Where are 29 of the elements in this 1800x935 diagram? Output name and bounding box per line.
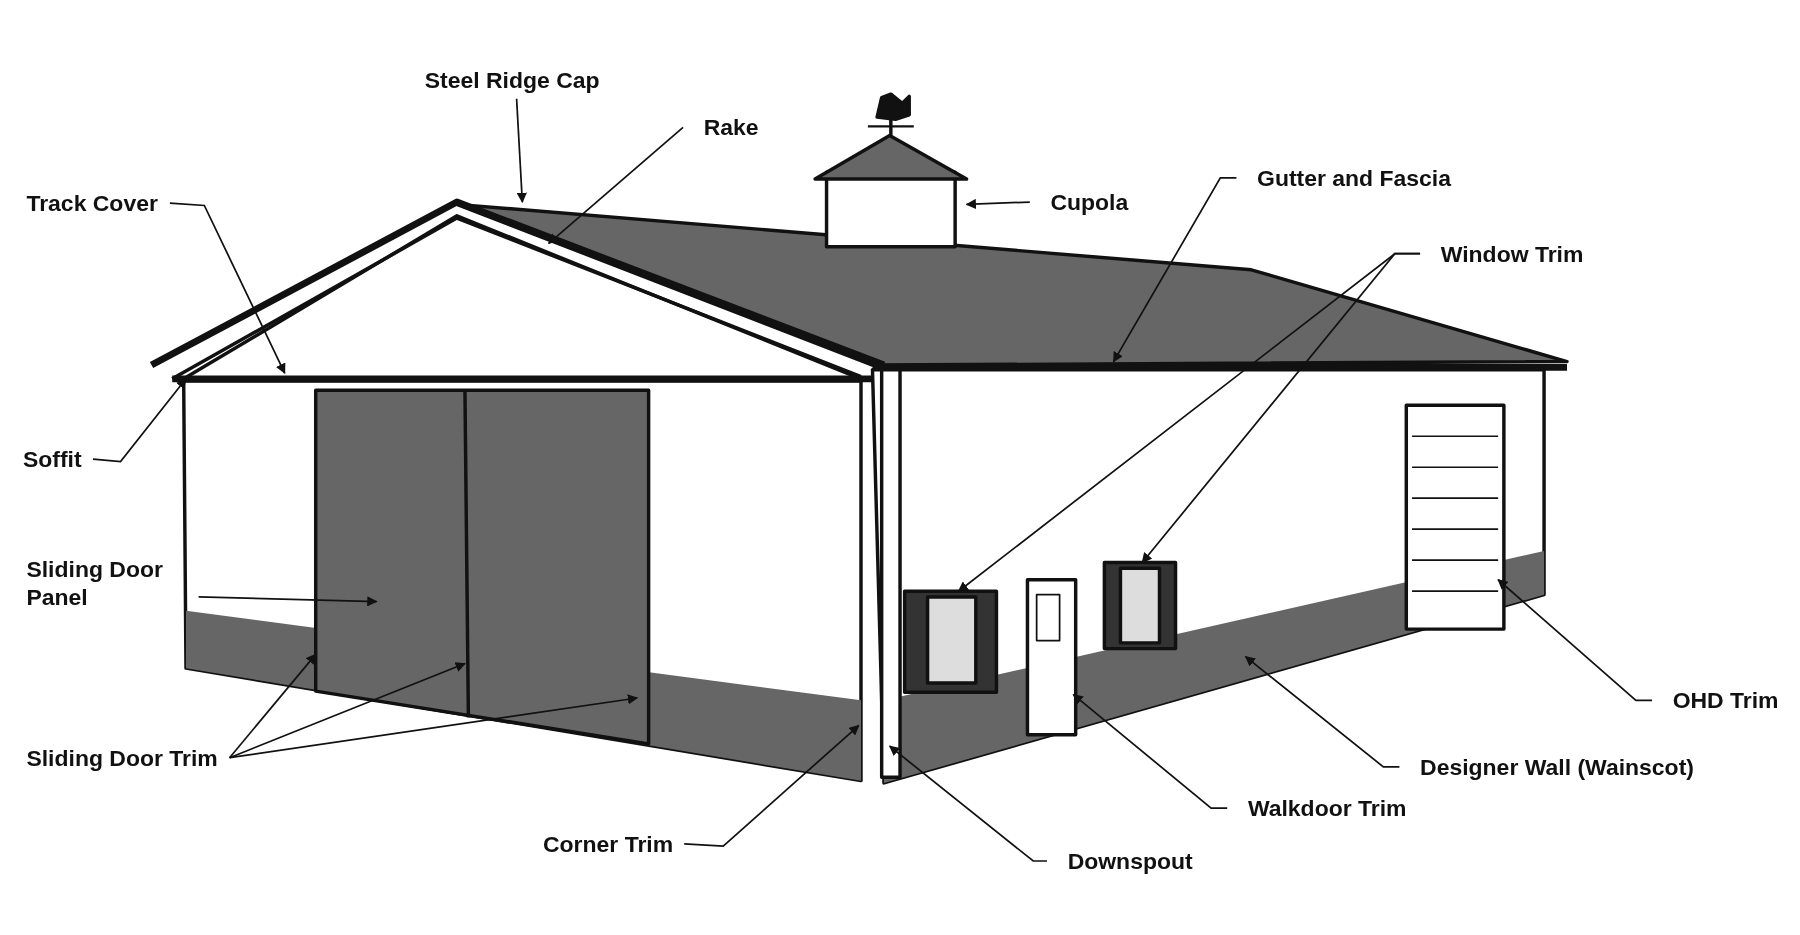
callout-label: Sliding Door Trim (26, 743, 218, 772)
leader-line (515, 97, 527, 204)
leader-line (1072, 693, 1229, 810)
callout-label: Window Trim (1440, 239, 1584, 268)
leader-line (169, 202, 286, 375)
leader-line (228, 662, 466, 759)
callout-label: Track Cover (26, 189, 158, 217)
leader-line (1244, 655, 1401, 768)
leader-line (1497, 578, 1653, 702)
callout-label: Cupola (1050, 188, 1129, 216)
leader-line (547, 126, 684, 245)
callout-label: Sliding Door Panel (26, 555, 188, 611)
leader-line (683, 724, 860, 847)
callout-label: Walkdoor Trim (1247, 794, 1407, 822)
callout-label: OHD Trim (1672, 686, 1779, 715)
leader-line (965, 198, 1031, 210)
leader-line (888, 745, 1048, 862)
leader-line (1112, 177, 1238, 363)
callout-label: Gutter and Fascia (1257, 164, 1451, 192)
callout-label: Soffit (22, 445, 82, 473)
leader-line (197, 596, 378, 607)
callout-label: Rake (703, 113, 759, 142)
leader-line (1141, 252, 1421, 564)
leader-line (228, 653, 317, 759)
callout-label: Designer Wall (Wainscot) (1420, 753, 1694, 781)
callout-label: Corner Trim (543, 830, 674, 858)
callout-label: Downspout (1067, 847, 1193, 875)
leader-line (228, 694, 639, 759)
callout-label: Steel Ridge Cap (424, 66, 600, 95)
